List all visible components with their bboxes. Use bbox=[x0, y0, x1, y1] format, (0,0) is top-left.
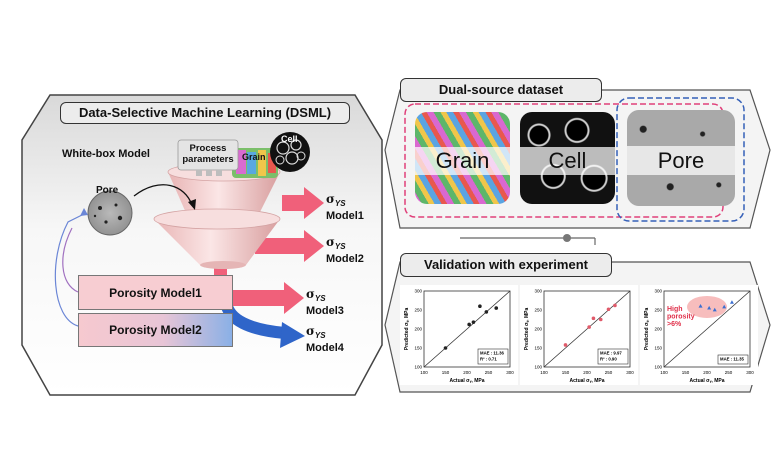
data-point bbox=[587, 325, 591, 329]
x-tick-label: 300 bbox=[506, 370, 514, 375]
stats-box bbox=[717, 354, 749, 365]
data-point bbox=[443, 346, 448, 350]
whitebox-model-label: White-box Model bbox=[62, 148, 150, 160]
stats-text: MAE : 11.35 bbox=[720, 357, 744, 362]
x-tick-label: 200 bbox=[463, 370, 471, 375]
pore-image bbox=[87, 190, 133, 236]
y-tick-label: 250 bbox=[534, 308, 542, 313]
y-tick-label: 100 bbox=[414, 365, 422, 370]
x-tick-label: 150 bbox=[442, 370, 450, 375]
x-axis-label: Actual σᵧ, MPa bbox=[690, 378, 725, 384]
data-point bbox=[591, 316, 596, 321]
stats-text: R² : 0.90 bbox=[600, 357, 617, 362]
x-tick-label: 200 bbox=[583, 370, 591, 375]
x-tick-label: 250 bbox=[605, 370, 613, 375]
pink-arrows bbox=[232, 187, 324, 314]
stats-box bbox=[597, 348, 629, 365]
feedback-line-purple bbox=[62, 227, 79, 293]
data-point bbox=[698, 304, 703, 308]
y-tick-label: 150 bbox=[654, 346, 662, 351]
x-axis-label: Actual σᵧ, MPa bbox=[450, 378, 485, 384]
y-axis-label: Predicted σᵧ, MPa bbox=[404, 308, 410, 351]
y-tick-label: 100 bbox=[534, 365, 542, 370]
grain-image bbox=[232, 148, 278, 178]
y-tick-label: 250 bbox=[414, 308, 422, 313]
feedback-line-blue bbox=[54, 212, 87, 327]
connector-dot bbox=[563, 234, 571, 242]
data-point bbox=[606, 307, 611, 312]
x-tick-label: 300 bbox=[746, 370, 754, 375]
pore-tile: Pore bbox=[627, 110, 735, 206]
y-axis-label: Predicted σᵧ, MPa bbox=[644, 308, 650, 351]
porosity-model2-box: Porosity Model2 bbox=[78, 313, 233, 347]
data-point bbox=[563, 343, 568, 347]
x-tick-label: 200 bbox=[703, 370, 711, 375]
y-tick-label: 100 bbox=[654, 365, 662, 370]
y-tick-label: 300 bbox=[534, 289, 542, 294]
dataset-title: Dual-source dataset bbox=[400, 78, 602, 102]
stats-text: MAE : 9.97 bbox=[600, 351, 622, 356]
data-point bbox=[471, 320, 476, 324]
y-tick-label: 150 bbox=[414, 346, 422, 351]
y-tick-label: 200 bbox=[534, 327, 542, 332]
cell-image bbox=[270, 132, 310, 172]
stats-text: R² : 0.71 bbox=[480, 357, 497, 362]
x-tick-label: 250 bbox=[725, 370, 733, 375]
grain-label: Grain bbox=[242, 152, 266, 162]
y-tick-label: 300 bbox=[414, 289, 422, 294]
grain-tile: Grain bbox=[415, 112, 510, 204]
output-model2: σYS Model2 bbox=[326, 235, 364, 266]
data-point bbox=[478, 304, 482, 308]
data-point bbox=[707, 305, 712, 310]
stats-box bbox=[477, 348, 509, 365]
output-model4: σYS Model4 bbox=[306, 324, 344, 355]
x-axis-label: Actual σᵧ, MPa bbox=[570, 378, 605, 384]
data-point bbox=[484, 310, 489, 314]
validation-title: Validation with experiment bbox=[400, 253, 612, 277]
data-point bbox=[613, 303, 617, 308]
stats-text: MAE : 11.36 bbox=[480, 351, 504, 356]
y-tick-label: 150 bbox=[534, 346, 542, 351]
x-tick-label: 100 bbox=[660, 370, 668, 375]
high-porosity-label: >6% bbox=[667, 321, 682, 328]
y-tick-label: 250 bbox=[654, 308, 662, 313]
y-tick-label: 300 bbox=[654, 289, 662, 294]
x-tick-label: 100 bbox=[420, 370, 428, 375]
dashed-blue-box bbox=[616, 97, 745, 222]
data-point bbox=[494, 306, 499, 310]
cell-label: Cell bbox=[281, 134, 298, 144]
data-point bbox=[729, 300, 734, 304]
parity-line bbox=[663, 290, 751, 368]
data-point bbox=[722, 304, 727, 309]
data-point bbox=[467, 322, 471, 327]
y-tick-label: 200 bbox=[654, 327, 662, 332]
output-model3: σYS Model3 bbox=[306, 287, 344, 318]
y-tick-label: 200 bbox=[414, 327, 422, 332]
cell-tile: Cell bbox=[520, 112, 615, 204]
y-axis-label: Predicted σᵧ, MPa bbox=[524, 308, 530, 351]
parity-line bbox=[423, 290, 511, 368]
high-porosity-highlight bbox=[687, 295, 727, 318]
parity-line bbox=[543, 290, 631, 368]
x-tick-label: 300 bbox=[626, 370, 634, 375]
pore-to-funnel-arrow bbox=[133, 184, 193, 206]
porosity-model1-box: Porosity Model1 bbox=[78, 275, 233, 310]
x-tick-label: 150 bbox=[682, 370, 690, 375]
output-model1: σYS Model1 bbox=[326, 192, 364, 223]
pore-label: Pore bbox=[96, 185, 119, 196]
data-point bbox=[598, 317, 603, 322]
x-tick-label: 100 bbox=[540, 370, 548, 375]
high-porosity-label: porosity bbox=[667, 314, 695, 321]
x-tick-label: 250 bbox=[485, 370, 493, 375]
dsml-title: Data-Selective Machine Learning (DSML) bbox=[60, 102, 350, 124]
process-parameters-label: Process parameters bbox=[182, 143, 234, 165]
data-point bbox=[712, 307, 717, 312]
high-porosity-label: High bbox=[667, 306, 683, 313]
x-tick-label: 150 bbox=[562, 370, 570, 375]
